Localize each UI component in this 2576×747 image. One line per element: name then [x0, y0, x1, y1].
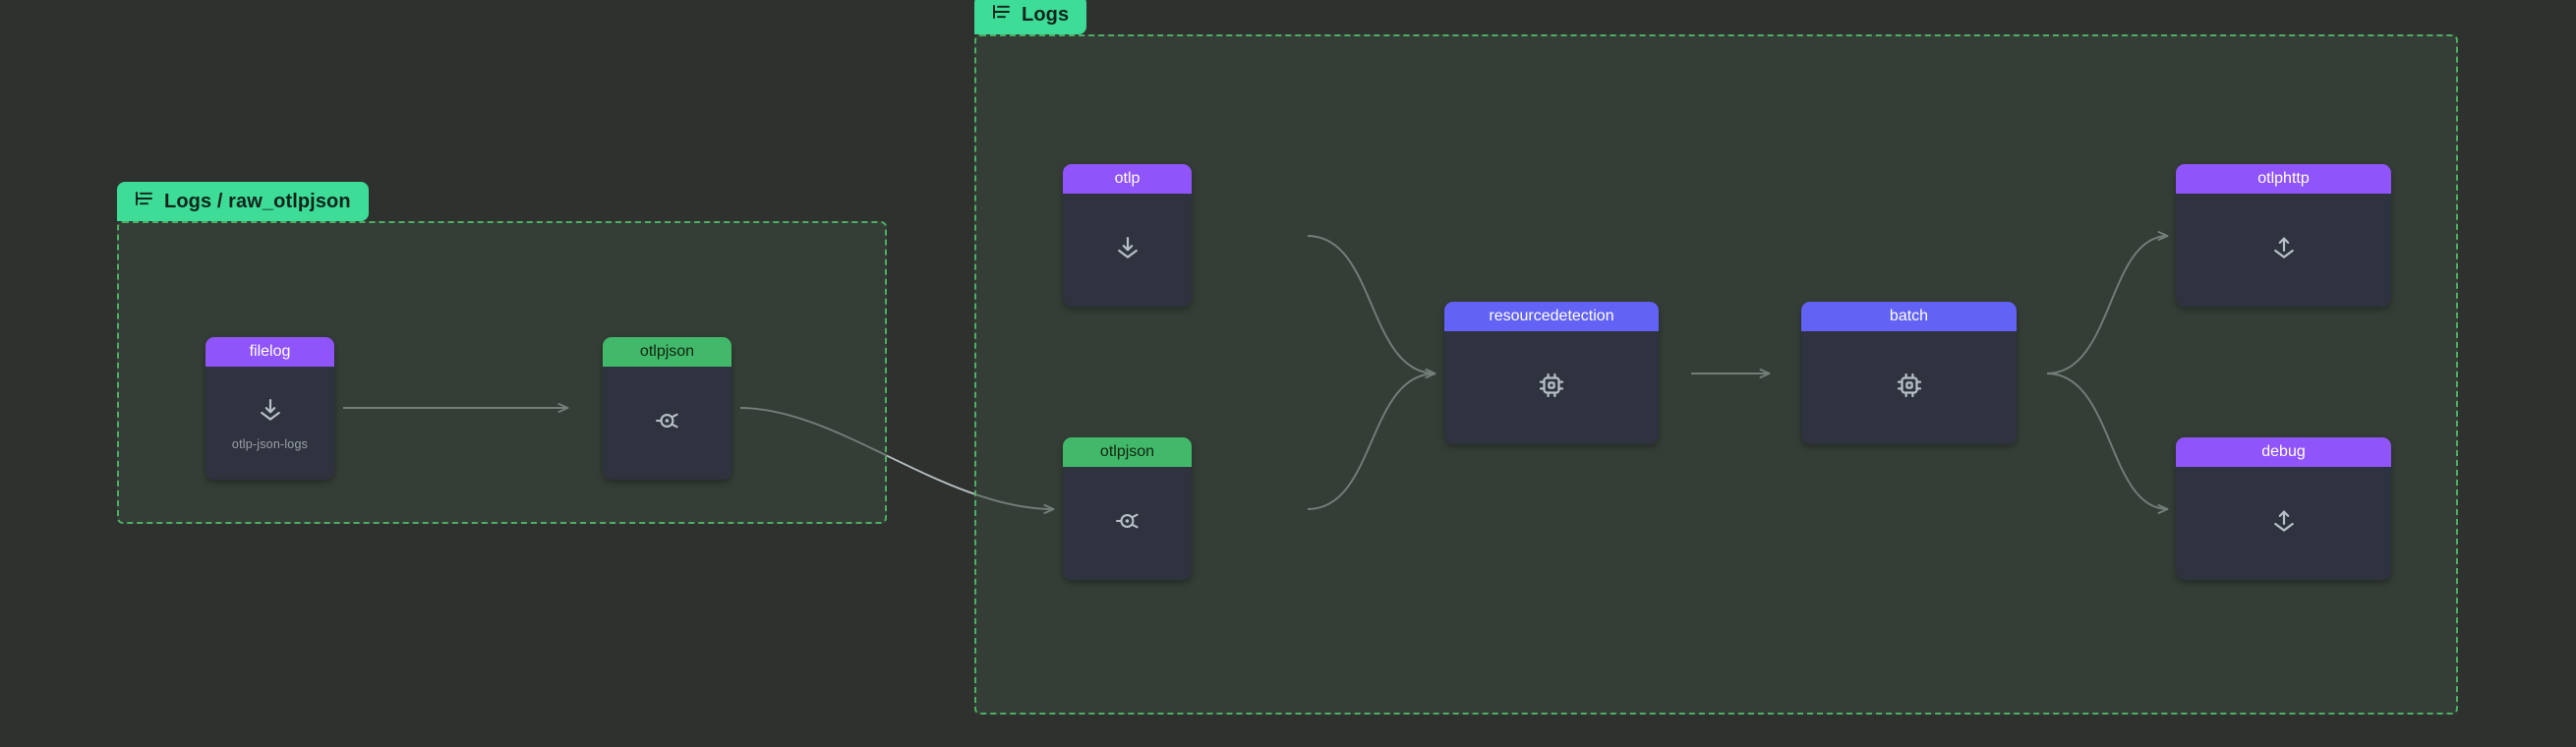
node-title: otlphttp [2176, 164, 2391, 194]
group-label-logs[interactable]: Logs [974, 0, 1087, 34]
group-label-text: Logs [1022, 4, 1070, 26]
node-title: batch [1801, 302, 2017, 331]
node-otlpjson-right[interactable]: otlpjson [1063, 437, 1192, 580]
group-logs[interactable]: Logs [974, 0, 2458, 715]
node-body: otlp-json-logs [205, 367, 334, 480]
node-title: resourcedetection [1444, 302, 1659, 331]
node-otlphttp[interactable]: otlphttp [2176, 164, 2391, 307]
node-title: otlp [1063, 164, 1192, 194]
download-icon [257, 396, 284, 429]
chip-icon [1537, 371, 1566, 405]
connector-icon [1114, 507, 1142, 540]
node-body [1801, 331, 2017, 444]
node-title: debug [2176, 437, 2391, 467]
logs-icon [135, 192, 153, 211]
upload-icon [2270, 234, 2298, 266]
chip-icon [1895, 371, 1924, 405]
node-body [2176, 194, 2391, 307]
node-title: otlpjson [603, 337, 732, 367]
group-label-text: Logs / raw_otlpjson [164, 191, 351, 212]
download-icon [1114, 234, 1142, 266]
node-otlpjson-left[interactable]: otlpjson [603, 337, 732, 480]
node-debug[interactable]: debug [2176, 437, 2391, 580]
node-batch[interactable]: batch [1801, 302, 2017, 444]
node-title: otlpjson [1063, 437, 1192, 467]
node-body [2176, 467, 2391, 580]
node-resourcedetection[interactable]: resourcedetection [1444, 302, 1659, 444]
node-body [1063, 194, 1192, 307]
node-title: filelog [205, 337, 334, 367]
logs-icon [992, 5, 1011, 25]
node-filelog[interactable]: filelog otlp-json-logs [205, 337, 334, 480]
group-label-logs-raw-otlpjson[interactable]: Logs / raw_otlpjson [117, 182, 369, 221]
node-otlp[interactable]: otlp [1063, 164, 1192, 307]
node-body [603, 367, 732, 480]
node-body [1063, 467, 1192, 580]
node-body [1444, 331, 1659, 444]
node-subtitle: otlp-json-logs [231, 436, 309, 451]
connector-icon [654, 407, 681, 439]
upload-icon [2270, 507, 2298, 540]
